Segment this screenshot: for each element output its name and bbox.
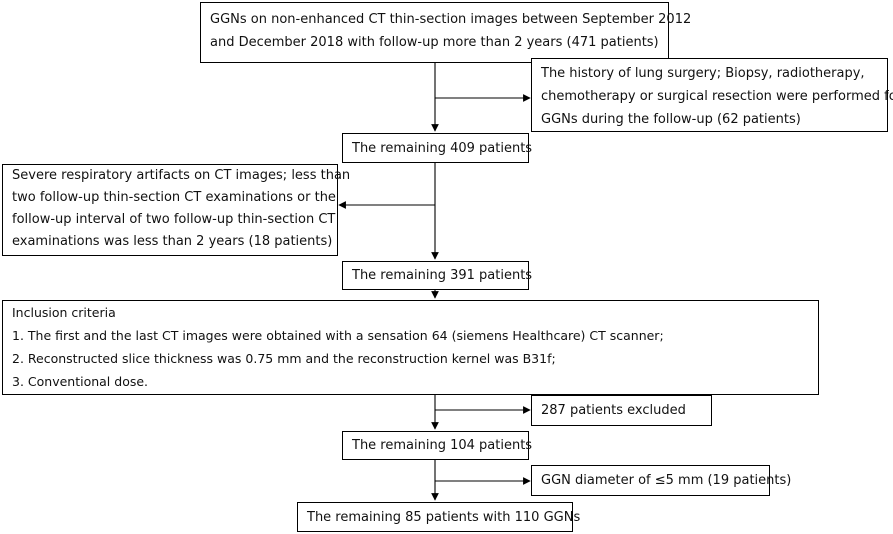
inclusion-heading: Inclusion criteria	[12, 305, 116, 320]
inclusion-criterion-1: 1. The first and the last CT images were…	[12, 328, 664, 343]
remaining-409-box: The remaining 409 patients	[342, 133, 533, 163]
initial-line-1: GGNs on non-enhanced CT thin-section ima…	[210, 12, 692, 27]
exclusion-box-4: GGN diameter of ≤5 mm (19 patients)	[531, 465, 791, 496]
exclusion-4-label: GGN diameter of ≤5 mm (19 patients)	[541, 473, 792, 488]
exclusion-1-line-3: GGNs during the follow-up (62 patients)	[541, 112, 801, 127]
exclusion-1-line-2: chemotherapy or surgical resection were …	[541, 89, 893, 104]
remaining-104-label: The remaining 104 patients	[352, 438, 533, 453]
final-cohort-box: The remaining 85 patients with 110 GGNs	[297, 502, 580, 532]
inclusion-criterion-2: 2. Reconstructed slice thickness was 0.7…	[12, 351, 556, 366]
inclusion-criterion-3: 3. Conventional dose.	[12, 374, 149, 389]
remaining-409-label: The remaining 409 patients	[352, 140, 533, 156]
remaining-104-box: The remaining 104 patients	[342, 431, 533, 460]
final-label: The remaining 85 patients with 110 GGNs	[307, 509, 581, 525]
exclusion-2-line-3: follow-up interval of two follow-up thin…	[12, 212, 336, 227]
initial-cohort-box: GGNs on non-enhanced CT thin-section ima…	[200, 2, 692, 63]
exclusion-box-1: The history of lung surgery; Biopsy, rad…	[531, 58, 893, 132]
remaining-391-box: The remaining 391 patients	[342, 261, 533, 290]
exclusion-2-line-2: two follow-up thin-section CT examinatio…	[12, 190, 336, 205]
exclusion-box-3: 287 patients excluded	[531, 395, 712, 426]
exclusion-2-line-1: Severe respiratory artifacts on CT image…	[12, 168, 351, 183]
exclusion-2-line-4: examinations was less than 2 years (18 p…	[12, 234, 333, 249]
initial-line-2: and December 2018 with follow-up more th…	[210, 35, 659, 50]
remaining-391-label: The remaining 391 patients	[352, 268, 533, 283]
inclusion-criteria-box: Inclusion criteria 1. The first and the …	[2, 300, 819, 395]
exclusion-3-label: 287 patients excluded	[541, 403, 686, 418]
exclusion-box-2: Severe respiratory artifacts on CT image…	[2, 164, 351, 256]
exclusion-1-line-1: The history of lung surgery; Biopsy, rad…	[541, 66, 865, 81]
